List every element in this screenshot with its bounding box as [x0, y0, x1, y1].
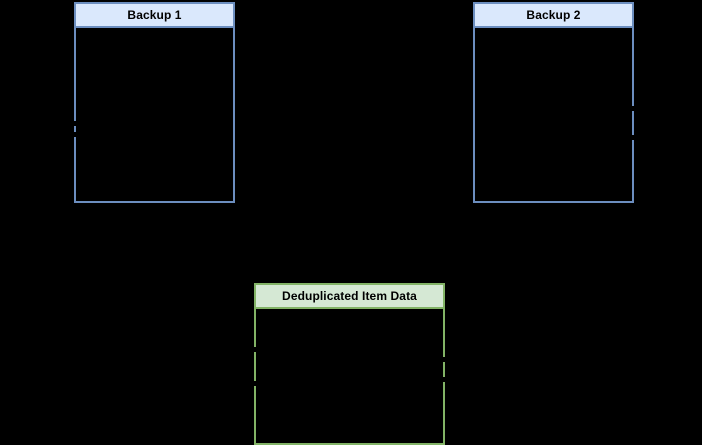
- node-backup-2-body: [475, 28, 632, 201]
- node-backup-1-title: Backup 1: [76, 4, 233, 28]
- node-backup-2-title: Backup 2: [475, 4, 632, 28]
- node-backup-2[interactable]: Backup 2: [473, 2, 634, 203]
- node-backup-1-body: [76, 28, 233, 201]
- node-deduplicated-item-data-body: [256, 309, 443, 443]
- node-backup-1[interactable]: Backup 1: [74, 2, 235, 203]
- node-deduplicated-item-data[interactable]: Deduplicated Item Data: [254, 283, 445, 445]
- node-deduplicated-item-data-title: Deduplicated Item Data: [256, 285, 443, 309]
